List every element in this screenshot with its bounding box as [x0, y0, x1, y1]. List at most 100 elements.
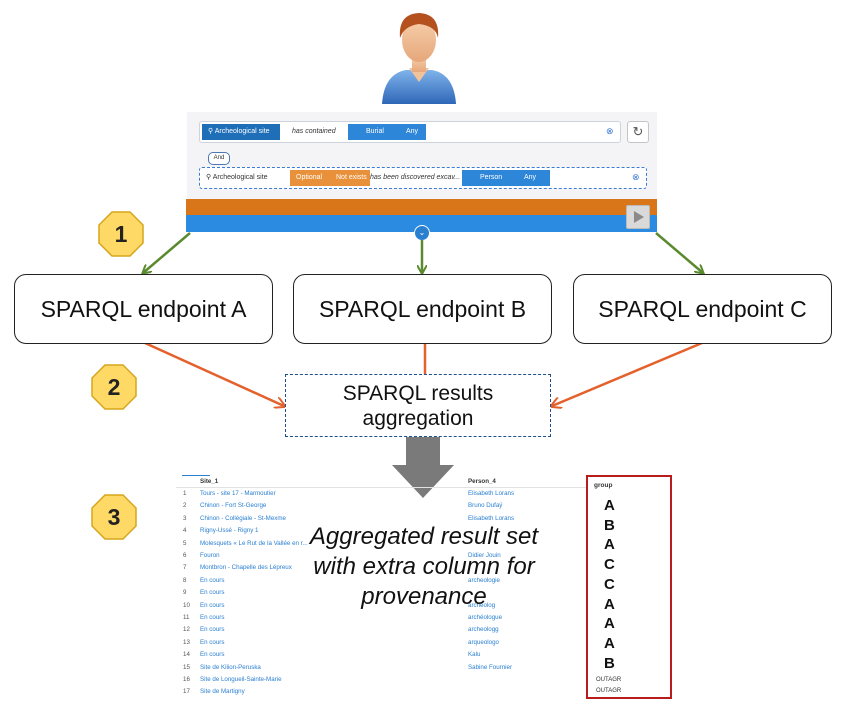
person-cell[interactable]: Elisabeth Lorans: [468, 514, 515, 522]
tail2-chip[interactable]: Any: [518, 170, 550, 186]
search-icon: ⚲: [208, 128, 214, 135]
person-cell[interactable]: Kalu: [468, 651, 481, 659]
table-row[interactable]: 6 Fouron Didier Jouin: [176, 550, 674, 562]
arrow-to-endpoint-c: [655, 232, 703, 273]
site-cell[interactable]: En cours: [200, 589, 225, 597]
row-number: 7: [183, 564, 187, 572]
arrow-c-to-aggregation: [552, 341, 703, 406]
table-row[interactable]: 7 Montbron - Chapelle des Lépreux: [176, 562, 674, 574]
optional-chip[interactable]: Optional: [290, 170, 330, 186]
site-cell[interactable]: En cours: [200, 626, 225, 634]
object2-label: Person: [480, 174, 503, 181]
row-number: 10: [183, 601, 190, 609]
site-cell[interactable]: Site de Kilion-Peruska: [200, 663, 261, 671]
site-cell[interactable]: Chinon - Collégiale - St-Mexme: [200, 514, 286, 522]
down-arrow-to-results: [392, 437, 454, 498]
person-cell[interactable]: archeologg: [468, 626, 499, 634]
site-cell[interactable]: Molesquets « Le Rut de la Vallée en r...: [200, 539, 308, 547]
refresh-icon[interactable]: ↻: [627, 121, 649, 143]
person-cell[interactable]: archeolog: [468, 601, 496, 609]
group-cell: B: [604, 516, 615, 534]
clear-icon[interactable]: ⊗: [632, 172, 640, 182]
subject2-label[interactable]: ⚲ Archeological site: [206, 174, 268, 181]
clear-icon[interactable]: ⊗: [606, 126, 614, 136]
predicate2-label[interactable]: has been discovered excav...: [370, 174, 461, 181]
group-cell: OUTAGR: [596, 688, 622, 694]
group-cell: A: [604, 615, 615, 633]
group-cell: B: [604, 654, 615, 672]
table-row[interactable]: 11 En cours archéologue: [176, 612, 674, 624]
row-number: 13: [183, 638, 190, 646]
arrow-a-to-aggregation: [144, 341, 284, 406]
row-number: 4: [183, 527, 187, 535]
table-row[interactable]: 4 Rigny-Ussé - Rigny 1: [176, 525, 674, 537]
object-chip[interactable]: Burial: [348, 124, 400, 140]
arrow-to-endpoint-a: [143, 232, 191, 273]
table-row[interactable]: 14 En cours Kalu: [176, 649, 674, 661]
tail2-label: Any: [524, 174, 537, 181]
aggregation-line-1: SPARQL results: [342, 382, 494, 405]
site-cell[interactable]: Montbron - Chapelle des Lépreux: [200, 564, 292, 572]
row-number: 11: [183, 614, 190, 621]
row-number: 12: [183, 626, 190, 634]
subject-chip[interactable]: ⚲ Archeological site: [202, 124, 280, 140]
site-cell[interactable]: Rigny-Ussé - Rigny 1: [200, 527, 259, 535]
table-row[interactable]: 12 En cours archeologg: [176, 624, 674, 636]
and-connector[interactable]: And: [208, 152, 230, 165]
site-cell[interactable]: Chinon - Fort St-George: [200, 502, 267, 510]
site-cell[interactable]: Site de Longueil-Sainte-Marie: [200, 676, 282, 683]
query-row-1: ⚲ Archeological site has contained Buria…: [199, 121, 621, 143]
table-row[interactable]: 8 En cours archeologie: [176, 575, 674, 587]
table-row[interactable]: 16 Site de Longueil-Sainte-Marie: [176, 674, 674, 686]
user-avatar-icon: [382, 13, 456, 104]
search-icon: ⚲: [206, 174, 212, 181]
row-number: 16: [183, 676, 190, 683]
row-number: 6: [183, 552, 187, 559]
site-cell[interactable]: Tours - site 17 - Marmoutier: [200, 490, 276, 497]
person-cell[interactable]: archeologie: [468, 576, 500, 584]
play-icon[interactable]: [626, 205, 650, 229]
site-cell[interactable]: En cours: [200, 651, 225, 659]
person-cell[interactable]: Sabine Fournier: [468, 663, 513, 671]
site-cell[interactable]: En cours: [200, 576, 225, 584]
person-cell[interactable]: Didier Jouin: [468, 552, 501, 559]
column-header-person[interactable]: Person_4: [468, 478, 496, 485]
row-number: 8: [183, 576, 187, 584]
group-cell: A: [604, 634, 615, 652]
table-row[interactable]: 1 Tours - site 17 - Marmoutier Elisabeth L…: [176, 488, 674, 500]
not-exists-chip[interactable]: Not exists: [330, 170, 370, 186]
subject-label: Archeological site: [214, 128, 270, 135]
site-cell[interactable]: Fouron: [200, 552, 220, 559]
column-header-site[interactable]: Site_1: [200, 478, 219, 485]
step-badge-1: 1: [98, 211, 144, 257]
table-row[interactable]: 13 En cours arqueologo: [176, 637, 674, 649]
site-cell[interactable]: En cours: [200, 638, 225, 646]
person-cell[interactable]: Elisabeth Lorans: [468, 490, 515, 497]
column-header-group[interactable]: group: [594, 482, 613, 489]
row-number: 14: [183, 651, 190, 659]
person-cell[interactable]: Bruno Dufaÿ: [468, 502, 503, 510]
query-row-2: ⚲ Archeological site Optional Not exists…: [199, 167, 647, 189]
person-cell[interactable]: arqueologo: [468, 638, 499, 646]
person-cell[interactable]: archéologue: [468, 614, 503, 621]
caption-line-1: Aggregated result set: [309, 523, 539, 550]
object2-chip[interactable]: Person: [462, 170, 520, 186]
table-row[interactable]: 10 En cours archeolog: [176, 600, 674, 612]
site-cell[interactable]: En cours: [200, 614, 225, 621]
group-cell: C: [604, 556, 615, 574]
caption-line-3: provenance: [361, 583, 487, 610]
group-cell: A: [604, 536, 615, 554]
row-number: 1: [183, 490, 187, 497]
site-cell[interactable]: En cours: [200, 601, 225, 609]
predicate-label[interactable]: has contained: [292, 128, 336, 135]
tail-chip[interactable]: Any: [400, 124, 426, 140]
site-cell[interactable]: Site de Martigny: [200, 688, 245, 696]
